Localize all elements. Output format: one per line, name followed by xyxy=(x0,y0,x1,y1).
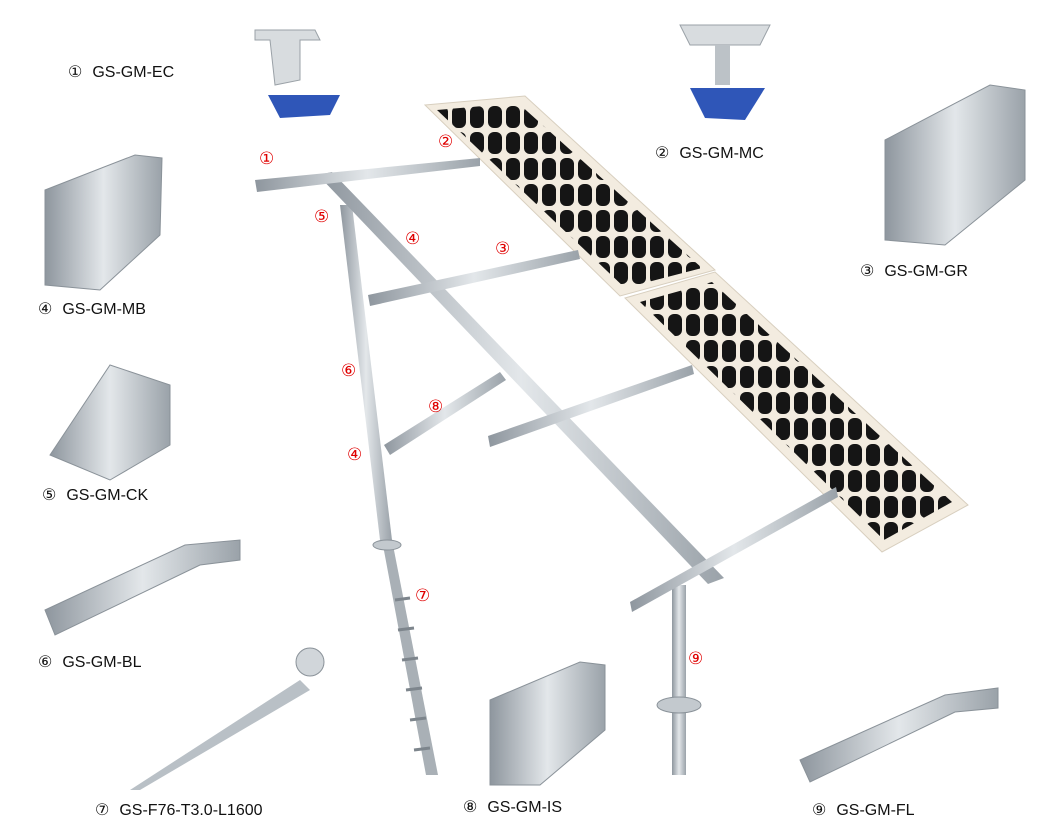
callout-4-top: ④ xyxy=(405,229,421,249)
callout-1: ① xyxy=(259,149,275,169)
product-mc-image xyxy=(679,24,771,120)
rear-post xyxy=(340,205,438,775)
callout-2: ② xyxy=(438,132,454,152)
cross-rails xyxy=(255,158,838,612)
product-is-image xyxy=(489,661,606,786)
solar-panels xyxy=(423,95,969,553)
callout-5: ⑤ xyxy=(314,207,330,227)
callout-4-bottom: ④ xyxy=(347,445,363,465)
main-beam xyxy=(318,172,724,584)
product-bl-image xyxy=(44,539,241,636)
front-post xyxy=(656,585,702,775)
callout-3: ③ xyxy=(495,239,511,259)
product-fl-image xyxy=(799,687,999,783)
product-mb-image xyxy=(44,154,163,291)
product-ec-image xyxy=(254,29,340,118)
callout-6: ⑥ xyxy=(341,361,357,381)
product-ck-image xyxy=(49,364,171,481)
callout-9: ⑨ xyxy=(688,649,704,669)
callout-7: ⑦ xyxy=(415,586,431,606)
product-gr-image xyxy=(884,84,1026,246)
product-screw-image xyxy=(130,647,325,790)
callout-8: ⑧ xyxy=(428,397,444,417)
brace xyxy=(384,372,506,455)
